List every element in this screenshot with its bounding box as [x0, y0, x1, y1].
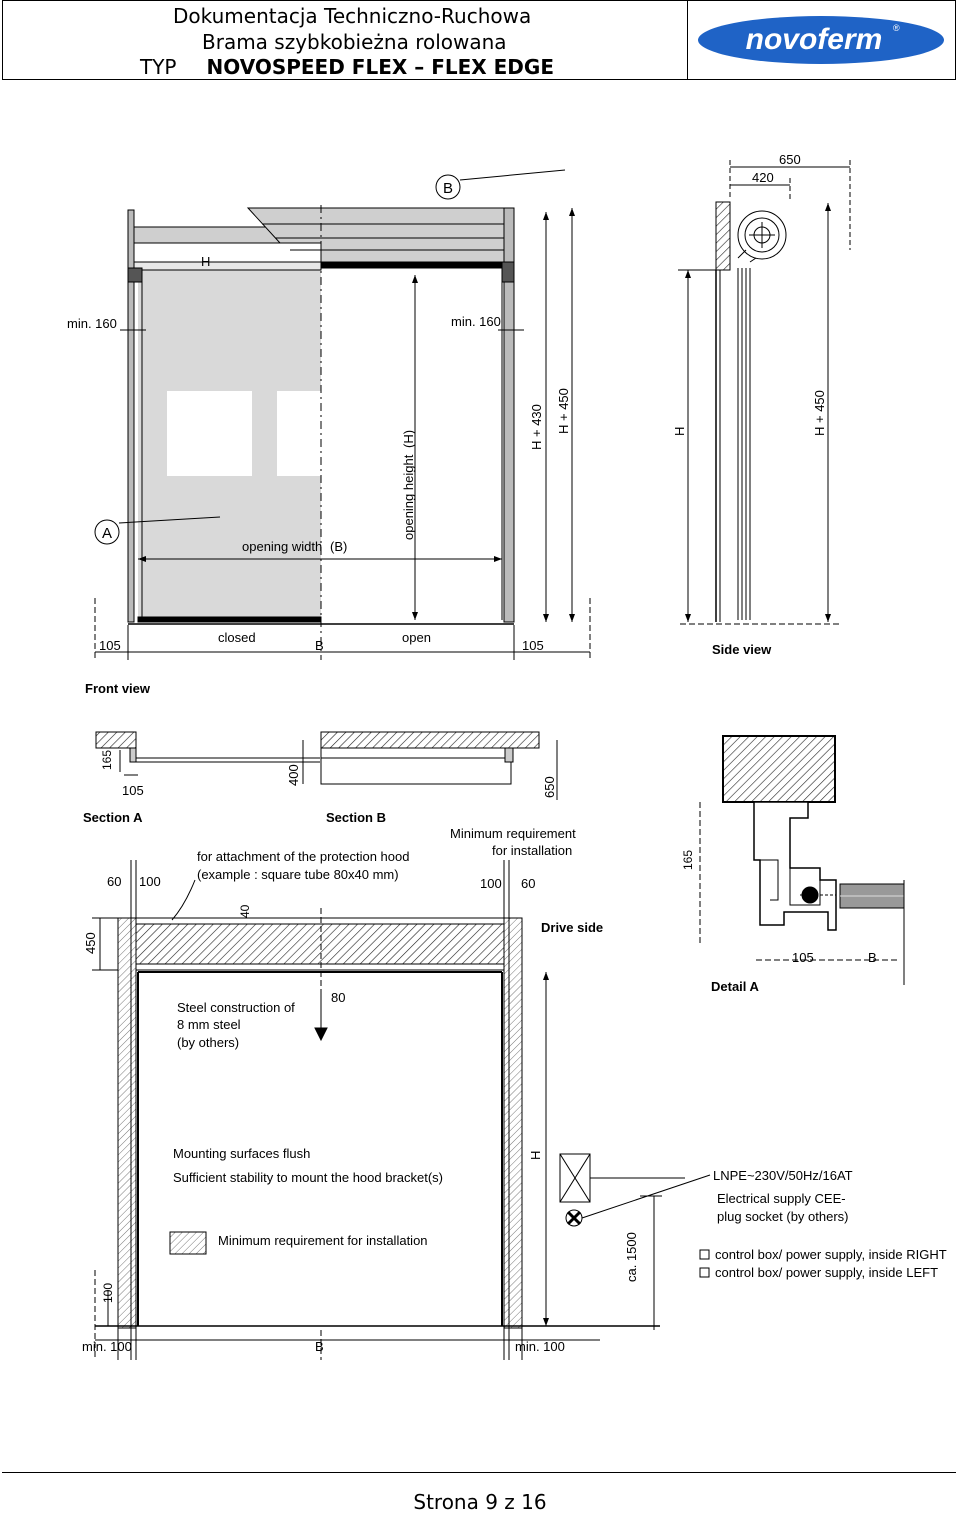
install-d80: 80	[331, 990, 345, 1005]
opening-width-b-label: (B)	[330, 539, 347, 554]
closed-label: closed	[218, 630, 256, 645]
sections-top	[95, 731, 558, 800]
min-req-line2: for installation	[492, 843, 572, 858]
section-b-title: Section B	[326, 810, 386, 825]
novoferm-logo: novoferm ®	[698, 16, 944, 64]
min160-right-label: min. 160	[451, 314, 501, 329]
side-view-title: Side view	[712, 642, 772, 657]
dim105-left-label: 105	[99, 638, 121, 653]
attachment-line2: (example : square tube 80x40 mm)	[197, 867, 399, 882]
steel-line3: (by others)	[177, 1035, 239, 1050]
page-number: Strona 9 z 16	[413, 1490, 547, 1514]
document-header	[2, 0, 956, 80]
min100-left-label: min. 100	[82, 1339, 132, 1354]
install-b-bottom: B	[315, 1339, 324, 1354]
install-d60-left: 60	[107, 874, 121, 889]
side-h-label: H	[672, 427, 687, 436]
stability-label: Sufficient stability to mount the hood b…	[173, 1170, 443, 1185]
callout-b-label: B	[443, 180, 453, 197]
section-d650-label: 650	[542, 776, 557, 798]
min-req-line1: Minimum requirement	[450, 826, 576, 841]
h430-label: H + 430	[529, 404, 544, 450]
ca1500-label: ca. 1500	[624, 1232, 639, 1282]
header-doc-title: Dokumentacja Techniczno-Ruchowa	[173, 4, 532, 28]
detail-d165-label: 165	[681, 850, 695, 870]
logo-mark: ®	[893, 23, 900, 33]
opening-height-h-label: (H)	[401, 430, 416, 448]
footer-divider	[2, 1472, 956, 1473]
install-d100-left: 100	[139, 874, 161, 889]
install-d100-right: 100	[480, 876, 502, 891]
header-model-line: TYP NOVOSPEED FLEX – FLEX EDGE	[140, 55, 554, 79]
section-d400-label: 400	[286, 764, 301, 786]
min100-right-label: min. 100	[515, 1339, 565, 1354]
install-d450: 450	[83, 932, 98, 954]
lnpe-label: LNPE~230V/50Hz/16AT	[713, 1168, 853, 1183]
attachment-line1: for attachment of the protection hood	[197, 849, 409, 864]
side-h450-label: H + 450	[812, 390, 827, 436]
header-product-type: Brama szybkobieżna rolowana	[202, 30, 507, 54]
header-typ-label: TYP	[140, 55, 177, 79]
install-d60-right: 60	[521, 876, 535, 891]
header-model-name: NOVOSPEED FLEX – FLEX EDGE	[206, 55, 555, 79]
option-right-label: control box/ power supply, inside RIGHT	[715, 1247, 947, 1262]
option-left-label: control box/ power supply, inside LEFT	[715, 1265, 938, 1280]
supply-line1: Electrical supply CEE-	[717, 1191, 846, 1206]
drive-side-label: Drive side	[541, 920, 603, 935]
header-divider	[687, 1, 688, 79]
side-d420-label: 420	[752, 170, 774, 185]
open-label: open	[402, 630, 431, 645]
dim105-right-label: 105	[522, 638, 544, 653]
detail-d105-label: 105	[792, 950, 814, 965]
detail-a-title: Detail A	[711, 979, 760, 994]
side-view	[678, 160, 851, 625]
min160-left-label: min. 160	[67, 316, 117, 331]
install-d100-bottom: 100	[101, 1283, 115, 1303]
opening-height-label: opening height	[401, 454, 416, 540]
logo-text: novoferm	[746, 23, 883, 56]
install-h-label: H	[528, 1151, 543, 1160]
legend-min-req-label: Minimum requirement for installation	[218, 1233, 428, 1248]
steel-line2: 8 mm steel	[177, 1017, 241, 1032]
callout-a-label: A	[102, 525, 112, 542]
section-a-title: Section A	[83, 810, 143, 825]
front-b-bottom-label: B	[315, 638, 324, 653]
detail-a	[699, 735, 905, 985]
side-d650-label: 650	[779, 152, 801, 167]
detail-b-label: B	[868, 950, 877, 965]
front-h450-label: H + 450	[556, 388, 571, 434]
section-d165-label: 165	[100, 750, 114, 770]
steel-line1: Steel construction of	[177, 1000, 295, 1015]
front-view-title: Front view	[85, 681, 151, 696]
installation-drawing	[92, 860, 711, 1360]
opening-width-label: opening width	[242, 539, 322, 554]
supply-line2: plug socket (by others)	[717, 1209, 849, 1224]
front-h-tag: H	[201, 254, 210, 269]
section-d105-label: 105	[122, 783, 144, 798]
install-d40: 40	[238, 904, 252, 918]
mounting-flush-label: Mounting surfaces flush	[173, 1146, 310, 1161]
front-view	[94, 169, 591, 660]
